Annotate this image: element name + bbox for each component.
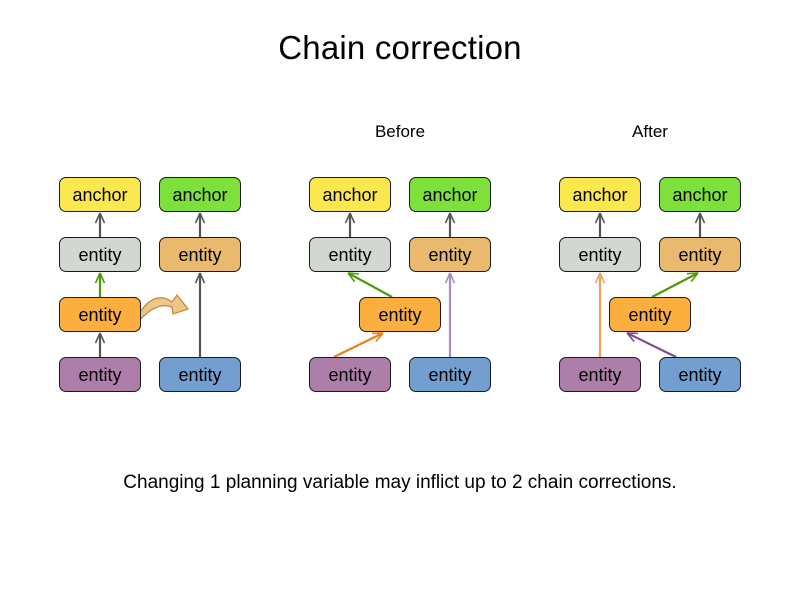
node-label: entity xyxy=(678,364,722,385)
panel-label-after: After xyxy=(632,122,668,141)
before-entity-orange: entity xyxy=(359,297,441,332)
after-entity-orange: entity xyxy=(609,297,691,332)
node-label: entity xyxy=(178,364,222,385)
arrow-orange-to-grey xyxy=(94,272,106,297)
after-anchor-yellow: anchor xyxy=(559,177,641,212)
arrow-purple-to-grey xyxy=(594,272,606,357)
node-label: entity xyxy=(628,304,672,325)
before-entity-blue: entity xyxy=(409,357,491,392)
arrow-orange-to-grey xyxy=(347,272,393,298)
left-entity-blue: entity xyxy=(159,357,241,392)
left-anchor-yellow: anchor xyxy=(59,177,141,212)
arrow-tan-to-green-anchor xyxy=(694,212,706,237)
node-label: anchor xyxy=(172,184,228,205)
node-label: entity xyxy=(78,364,122,385)
after-entity-blue: entity xyxy=(659,357,741,392)
node-label: anchor xyxy=(572,184,628,205)
node-label: entity xyxy=(78,304,122,325)
before-entity-tan: entity xyxy=(409,237,491,272)
page-title: Chain correction xyxy=(278,29,522,66)
left-entity-orange: entity xyxy=(59,297,141,332)
node-label: entity xyxy=(178,244,222,265)
arrow-grey-to-yellow-anchor xyxy=(344,212,356,237)
arrow-tan-to-green-anchor xyxy=(194,212,206,237)
node-label: entity xyxy=(378,304,422,325)
node-label: anchor xyxy=(72,184,128,205)
slide-caption: Changing 1 planning variable may inflict… xyxy=(123,472,677,493)
left-entity-purple: entity xyxy=(59,357,141,392)
arrow-blue-to-orange xyxy=(626,332,677,358)
node-label: anchor xyxy=(422,184,478,205)
after-entity-tan: entity xyxy=(659,237,741,272)
node-label: anchor xyxy=(322,184,378,205)
move-arrow-icon xyxy=(138,294,189,322)
before-anchor-green: anchor xyxy=(409,177,491,212)
before-anchor-yellow: anchor xyxy=(309,177,391,212)
arrow-purple-to-orange xyxy=(333,332,384,358)
after-entity-purple: entity xyxy=(559,357,641,392)
node-label: entity xyxy=(428,364,472,385)
node-label: anchor xyxy=(672,184,728,205)
before-entity-purple: entity xyxy=(309,357,391,392)
before-entity-grey: entity xyxy=(309,237,391,272)
left-anchor-green: anchor xyxy=(159,177,241,212)
left-entity-grey: entity xyxy=(59,237,141,272)
after-entity-grey: entity xyxy=(559,237,641,272)
arrow-orange-to-tan xyxy=(651,272,699,298)
node-label: entity xyxy=(428,244,472,265)
arrow-purple-to-orange xyxy=(94,332,106,357)
panel-label-before: Before xyxy=(374,122,426,141)
node-label: entity xyxy=(78,244,122,265)
after-anchor-green: anchor xyxy=(659,177,741,212)
node-label: entity xyxy=(678,244,722,265)
arrow-blue-to-tan xyxy=(444,272,456,357)
arrow-grey-to-yellow-anchor xyxy=(94,212,106,237)
node-label: entity xyxy=(328,244,372,265)
arrow-tan-to-green-anchor xyxy=(444,212,456,237)
node-label: entity xyxy=(578,364,622,385)
node-label: entity xyxy=(578,244,622,265)
arrow-blue-to-tan xyxy=(194,272,206,357)
arrow-grey-to-yellow-anchor xyxy=(594,212,606,237)
node-label: entity xyxy=(328,364,372,385)
left-entity-tan: entity xyxy=(159,237,241,272)
